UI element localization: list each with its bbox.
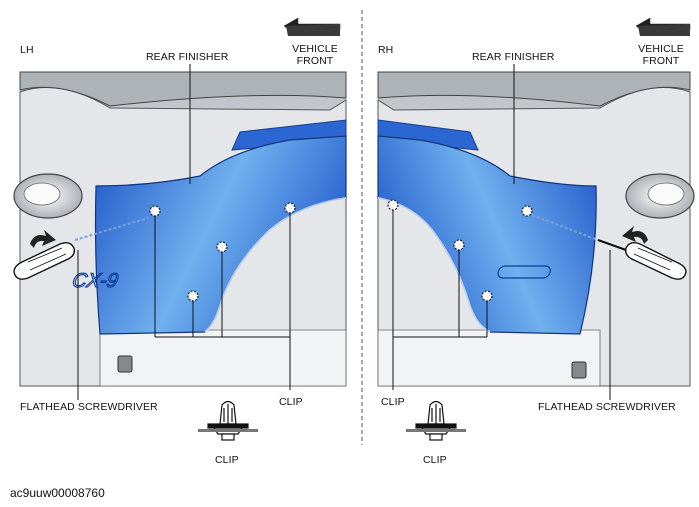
clip-detail-right-icon [406, 400, 466, 441]
right-rotate-arrow-icon [622, 226, 648, 244]
left-latch [117, 355, 133, 373]
left-rear-finisher-label: REAR FINISHER [146, 51, 229, 63]
left-panel: CX-9 [13, 17, 347, 400]
right-clip-marker-2 [521, 205, 533, 217]
right-screwdriver-label: FLATHEAD SCREWDRIVER [538, 401, 676, 413]
right-clip-marker-4 [481, 290, 493, 302]
left-rotate-arrow-icon [30, 230, 56, 248]
figure-code: ac9uuw00008760 [10, 486, 105, 500]
right-vehicle-front-line1: VEHICLE [638, 43, 684, 55]
left-clip-leaders [154, 213, 291, 390]
right-upper-body [377, 71, 691, 107]
left-upper-body [19, 71, 347, 107]
left-side-label: LH [20, 44, 34, 56]
left-clip-label: CLIP [279, 396, 303, 408]
left-clip-marker-2 [284, 202, 296, 214]
left-vehicle-front-line2: FRONT [296, 55, 334, 67]
left-clip-marker-1 [149, 205, 161, 217]
right-clip-marker-3 [453, 239, 465, 251]
right-vehicle-front-label: VEHICLE FRONT [632, 43, 690, 67]
clip-detail-left-icon [198, 400, 258, 441]
left-flathead-screwdriver [13, 217, 149, 280]
right-rear-finisher-label: REAR FINISHER [472, 51, 555, 63]
right-rear-emblem [497, 265, 551, 279]
right-panel [377, 17, 695, 400]
right-clip-label: CLIP [381, 396, 405, 408]
right-flathead-screwdriver [531, 214, 687, 280]
right-vehicle-front-line2: FRONT [642, 55, 680, 67]
right-clip-marker-1 [387, 199, 399, 211]
left-cx9-badge: CX-9 [71, 270, 120, 292]
left-screwdriver-label: FLATHEAD SCREWDRIVER [20, 401, 158, 413]
right-cargo-opening [377, 329, 601, 387]
right-side-label: RH [378, 44, 394, 56]
left-vehicle-front-label: VEHICLE FRONT [286, 43, 344, 67]
clip-detail-right-label: CLIP [423, 454, 447, 466]
left-vehicle-front-line1: VEHICLE [292, 43, 338, 55]
left-clip-marker-4 [187, 290, 199, 302]
right-clip-leaders [392, 210, 488, 390]
left-cargo-opening [99, 329, 347, 387]
left-clip-marker-3 [216, 241, 228, 253]
right-latch [571, 361, 587, 379]
clip-detail-left-label: CLIP [215, 454, 239, 466]
